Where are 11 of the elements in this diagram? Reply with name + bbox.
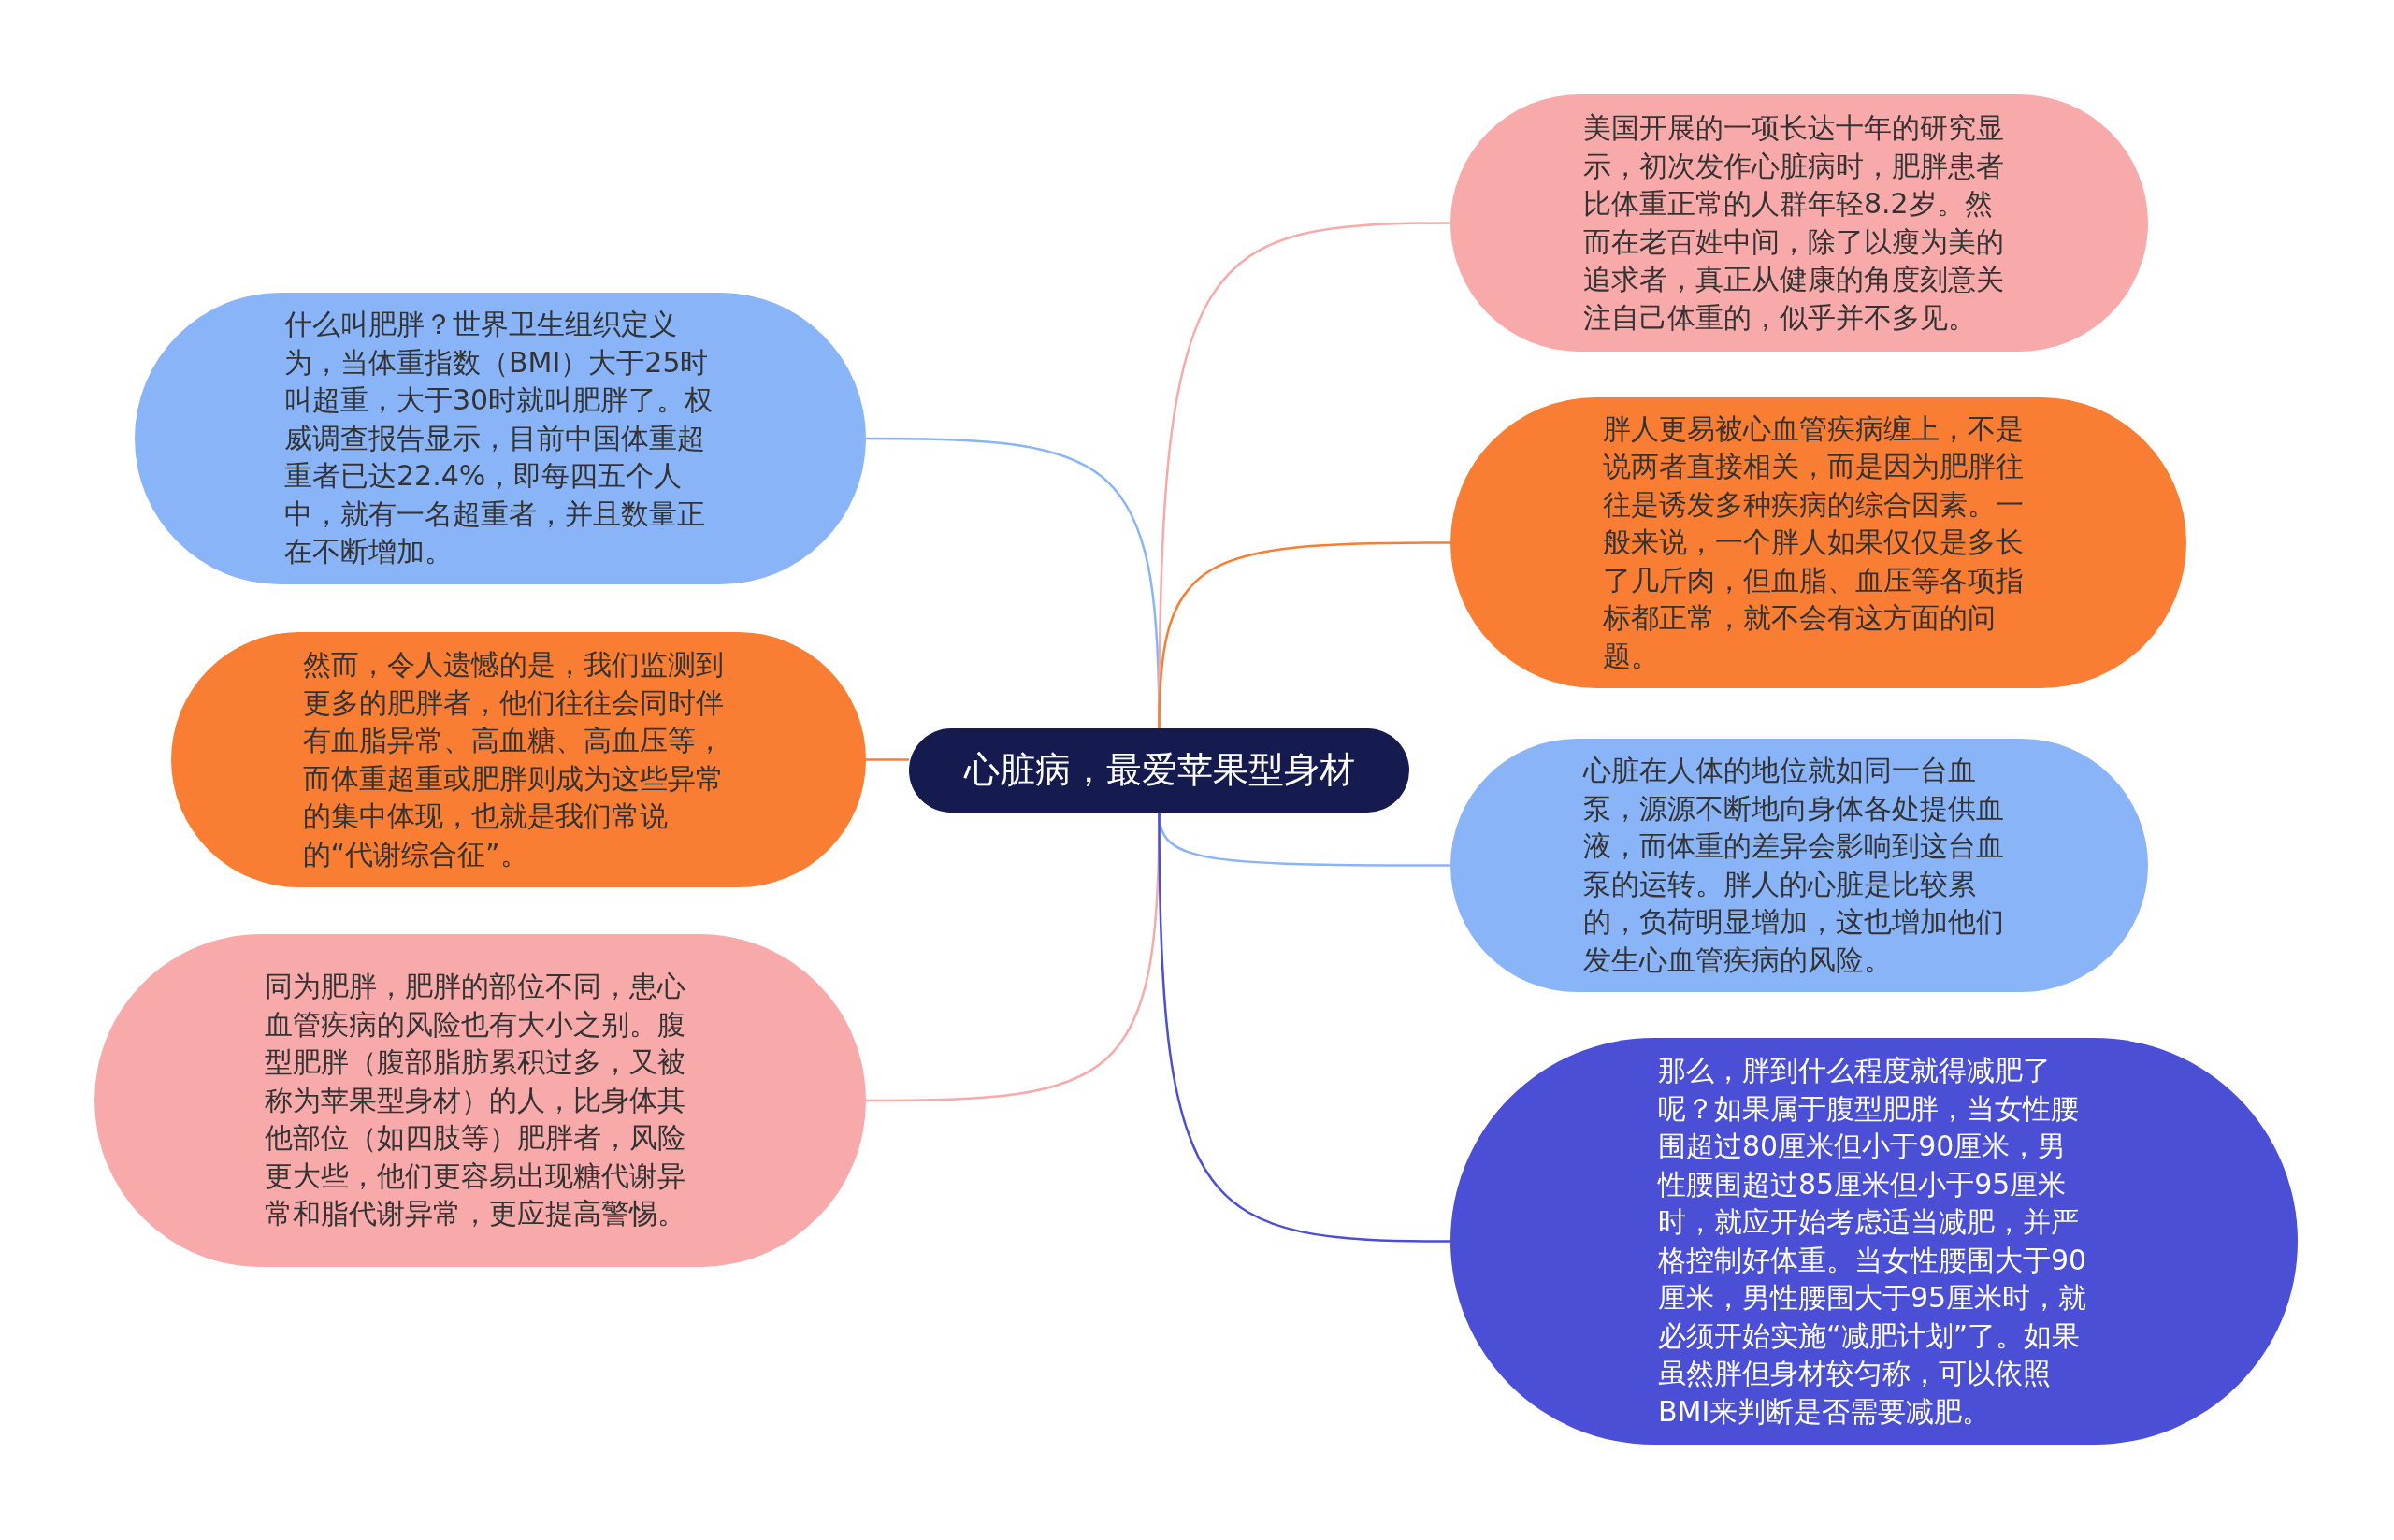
topic-bubble: 然而，令人遗憾的是，我们监测到更多的肥胖者，他们往往会同时伴有血脂异常、高血糖、高血压等，而体重超重或肥胖则成为这些异常的集中体现，也就是我们常说的“代谢综合征”。: [171, 632, 866, 887]
topic-bubble: 什么叫肥胖？世界卫生组织定义为，当体重指数（BMI）大于25时叫超重，大于30时就叫肥胖了。权威调查报告显示，目前中国体重超重者已达22.4%，即每四五个人中，就有一名超重者，并且数量正在不断增加。: [135, 293, 866, 584]
central-topic: 心脏病，最爱苹果型身材: [909, 728, 1409, 813]
topic-bubble: 美国开展的一项长达十年的研究显示，初次发作心脏病时，肥胖患者比体重正常的人群年轻8.2岁。然而在老百姓中间，除了以瘦为美的追求者，真正从健康的角度刻意关注自己体重的，似乎并不多见。: [1450, 94, 2148, 352]
topic-bubble: 同为肥胖，肥胖的部位不同，患心血管疾病的风险也有大小之别。腹型肥胖（腹部脂肪累积过多，又被称为苹果型身材）的人，比身体其他部位（如四肢等）肥胖者，风险更大些，他们更容易出现糖代谢异常和脂代谢异常，更应提高警惕。: [94, 934, 866, 1267]
topic-bubble: 那么，胖到什么程度就得减肥了呢？如果属于腹型肥胖，当女性腰围超过80厘米但小于90厘米，男性腰围超过85厘米但小于95厘米时，就应开始考虑适当减肥，并严格控制好体重。当女性腰围大于90厘米，男性腰围大于95厘米时，就必须开始实施“减肥计划”了。如果虽然胖但身材较匀称，可以依照BMI来判断是否需要减肥。: [1450, 1038, 2298, 1445]
connector-line: [1158, 541, 1450, 729]
topic-bubble: 胖人更易被心血管疾病缠上，不是说两者直接相关，而是因为肥胖往往是诱发多种疾病的综合因素。一般来说，一个胖人如果仅仅是多长了几斤肉，但血脂、血压等各项指标都正常，就不会有这方面的问题。: [1450, 397, 2186, 688]
connector-line: [866, 758, 909, 761]
topic-bubble: 心脏在人体的地位就如同一台血泵，源源不断地向身体各处提供血液，而体重的差异会影响到这台血泵的运转。胖人的心脏是比较累的，负荷明显增加，这也增加他们发生心血管疾病的风险。: [1450, 739, 2148, 992]
connector-line: [1158, 813, 1450, 1243]
